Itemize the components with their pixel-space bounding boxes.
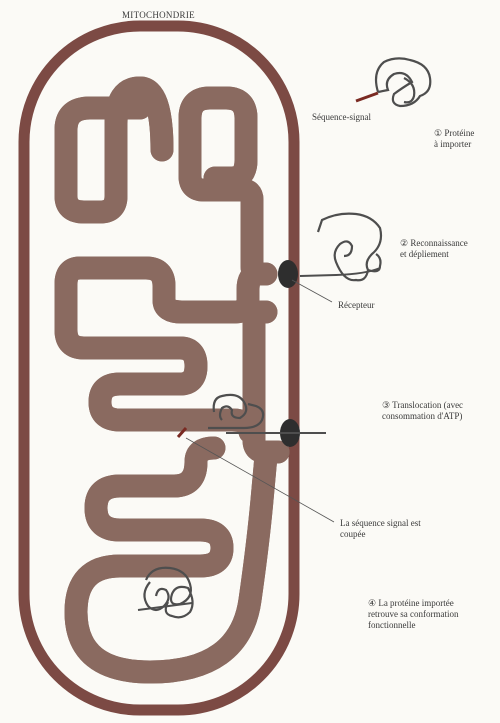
outer-membrane <box>18 20 300 716</box>
diagram-title: MITOCHONDRIE <box>122 10 195 20</box>
label-cleaved: La séquence signal est coupée <box>340 518 421 539</box>
protein-to-import <box>374 57 432 108</box>
translocating-protein <box>208 393 265 430</box>
label-step4: ④ La protéine importée retrouve sa confo… <box>368 598 459 630</box>
receptor-top <box>278 260 298 288</box>
unfolded-chain-1 <box>299 267 381 277</box>
inner-membrane <box>54 76 290 684</box>
label-step2: ② Reconnaissance et dépliement <box>400 238 468 259</box>
leader-receptor <box>291 279 333 303</box>
label-signal-sequence: Séquence-signal <box>312 112 371 122</box>
label-step3: ③ Translocation (avec consommation d'ATP… <box>382 400 464 421</box>
label-step1: ① Protéine à importer <box>434 128 475 149</box>
unfolding-protein <box>316 212 383 282</box>
folded-protein-tail <box>137 602 193 611</box>
leader-cleaved <box>185 437 335 523</box>
signal-sequence-1 <box>355 91 379 103</box>
label-receptor: Récepteur <box>338 300 375 310</box>
cleaved-signal <box>176 427 188 438</box>
